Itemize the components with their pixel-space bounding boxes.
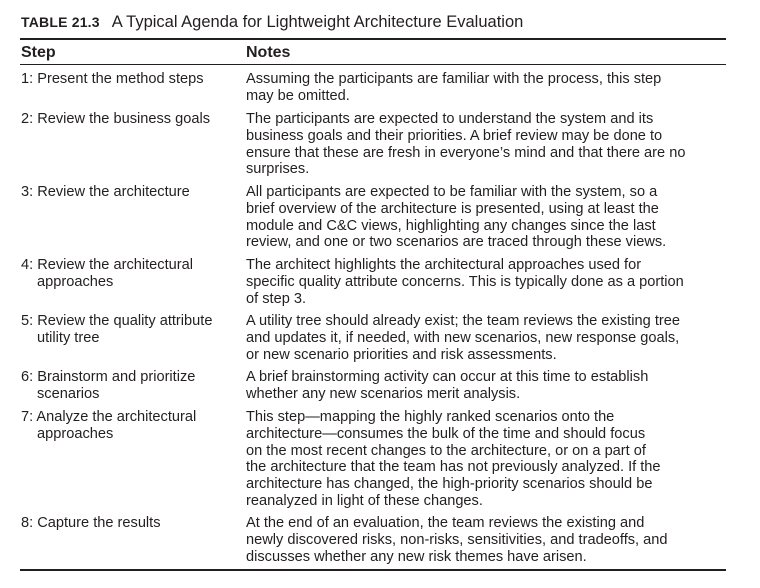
table-caption: TABLE 21.3 A Typical Agenda for Lightweig… xyxy=(21,12,523,32)
notes-cell: A utility tree should already exist; the… xyxy=(246,313,680,363)
column-header-notes: Notes xyxy=(246,44,291,61)
step-cell: 5: Review the quality attribute utility … xyxy=(21,313,213,346)
step-cell: 3: Review the architecture xyxy=(21,184,190,200)
table-bottom-rule xyxy=(20,569,726,571)
notes-cell: All participants are expected to be fami… xyxy=(246,184,667,251)
notes-cell: The architect highlights the architectur… xyxy=(246,257,684,307)
step-cell: 4: Review the architectural approaches xyxy=(21,257,193,290)
notes-cell: The participants are expected to underst… xyxy=(246,111,686,178)
notes-cell: A brief brainstorming activity can occur… xyxy=(246,369,649,402)
table-number: TABLE 21.3 xyxy=(21,14,100,30)
notes-cell: This step—mapping the highly ranked scen… xyxy=(246,409,661,509)
table-top-rule xyxy=(20,38,726,40)
step-cell: 7: Analyze the architectural approaches xyxy=(21,409,197,442)
notes-cell: Assuming the participants are familiar w… xyxy=(246,71,662,104)
step-cell: 6: Brainstorm and prioritize scenarios xyxy=(21,369,196,402)
column-header-step: Step xyxy=(21,44,56,61)
table-header-rule xyxy=(20,64,726,65)
notes-cell: At the end of an evaluation, the team re… xyxy=(246,515,668,565)
step-cell: 2: Review the business goals xyxy=(21,111,211,127)
step-cell: 8: Capture the results xyxy=(21,515,161,531)
table-title: A Typical Agenda for Lightweight Archite… xyxy=(111,13,524,31)
step-cell: 1: Present the method steps xyxy=(21,71,204,87)
